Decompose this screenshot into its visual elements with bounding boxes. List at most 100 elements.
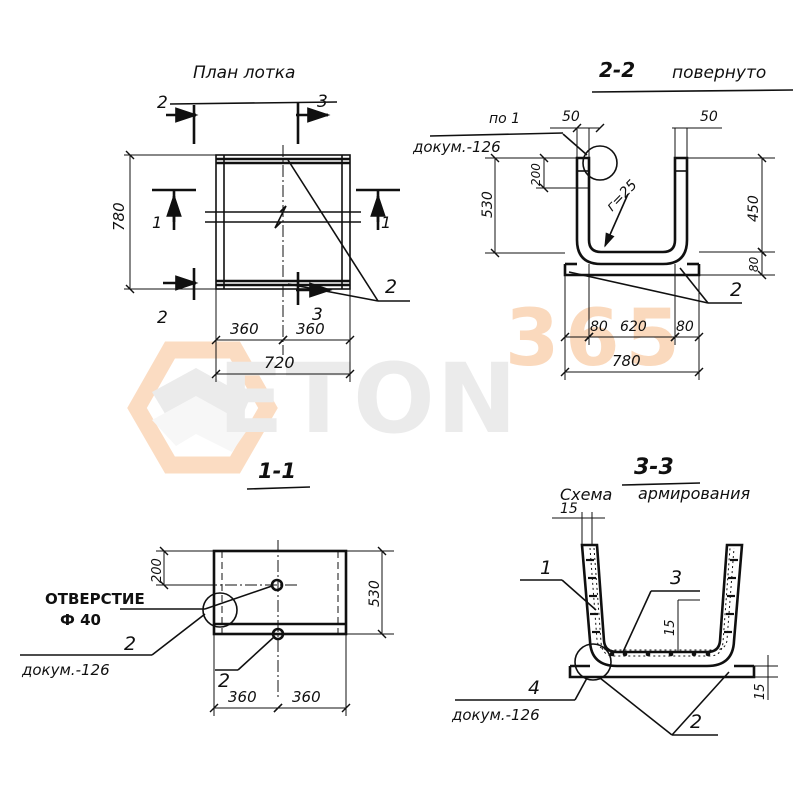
- section-marker-1-left-label: 1: [152, 213, 162, 232]
- section-1-1-outline: [212, 549, 348, 636]
- svg-text:360: 360: [292, 688, 321, 706]
- section-3-3-dim-inner-15: 15: [663, 599, 700, 652]
- svg-text:80: 80: [676, 319, 694, 335]
- section-2-2-leader-2-label: 2: [730, 279, 742, 301]
- section-2-2-note-top: по 1: [489, 111, 520, 127]
- section-2-2-dim-top-left: 50: [550, 109, 605, 158]
- section-1-1-leader-inner-2: 2: [215, 636, 275, 692]
- plan-dim-right-label: 360: [296, 320, 325, 338]
- svg-text:530: 530: [367, 580, 383, 607]
- svg-text:200: 200: [529, 163, 543, 186]
- section-1-1-hole-leader: ОТВЕРСТИЕ Ф 40: [45, 585, 273, 629]
- plan-dim-height: 780: [110, 150, 216, 294]
- svg-text:200: 200: [150, 558, 165, 583]
- svg-text:15: 15: [560, 501, 578, 517]
- rebar-mark-3-label: 3: [670, 567, 682, 589]
- svg-text:80: 80: [747, 256, 761, 272]
- svg-text:80: 80: [590, 319, 608, 335]
- section-1-1-title-underline: [246, 486, 311, 490]
- view-plan: План лотка 2 3: [110, 63, 410, 382]
- section-3-3-subtitle-right: армирования: [638, 484, 750, 503]
- section-marker-3-bottom: 3: [296, 272, 333, 325]
- section-1-1-detail-circle: [202, 592, 238, 628]
- svg-text:15: 15: [663, 619, 678, 636]
- svg-text:15: 15: [753, 683, 768, 700]
- section-3-3-dim-top-15: 15: [552, 501, 605, 545]
- section-2-2-dim-top-right: 50: [672, 109, 722, 158]
- rebar-mark-1: 1: [520, 557, 597, 611]
- plan-dim-left-label: 360: [230, 320, 259, 338]
- view-section-3-3: 3-3 Схема армирования: [451, 455, 778, 736]
- section-2-2-dim-530: 530: [480, 153, 565, 258]
- section-marker-2-bottom-label: 2: [157, 308, 168, 328]
- rebar-mark-1-label: 1: [540, 557, 552, 579]
- section-3-3-dim-bottom-15: 15: [753, 655, 778, 700]
- hole-label-line2: Ф 40: [60, 611, 101, 629]
- section-marker-1-right-label: 1: [381, 213, 391, 232]
- rebar-mark-3: 3: [622, 567, 700, 653]
- svg-text:360: 360: [228, 688, 257, 706]
- plan-dim-halves: 360 360: [211, 289, 355, 348]
- hole-marker-lower: [271, 627, 285, 641]
- section-marker-3-top-label: 3: [317, 92, 328, 112]
- rebar-mark-4: 4 докум.-126: [451, 677, 588, 724]
- section-1-1-dim-halves: 360 360: [209, 634, 351, 716]
- section-3-3-title-underline: [621, 482, 701, 486]
- section-marker-3-top: 3: [296, 92, 331, 144]
- section-2-2-title-underline: [591, 89, 794, 93]
- svg-text:450: 450: [746, 195, 762, 222]
- view-section-1-1: 1-1 ОТВЕРСТИЕ Ф 40 2: [20, 459, 394, 716]
- svg-text:780: 780: [612, 352, 641, 370]
- svg-text:620: 620: [620, 319, 647, 335]
- section-1-1-leader-inner-label: 2: [218, 670, 230, 692]
- section-1-1-leader-2-label: 2: [124, 633, 136, 655]
- view-section-2-2: 2-2 повернуто по 1 докум.-126: [412, 58, 794, 380]
- section-1-1-note-bottom: докум.-126: [21, 661, 110, 679]
- rebar-mark-4-label: 4: [528, 677, 540, 699]
- section-2-2-title: 2-2: [599, 58, 635, 82]
- section-2-2-title-suffix: повернуто: [672, 63, 766, 83]
- section-marker-3-bottom-label: 3: [312, 305, 323, 325]
- section-3-3-detail-circle: [574, 643, 612, 681]
- section-3-3-title: 3-3: [634, 455, 674, 480]
- plan-title: План лотка: [193, 63, 295, 83]
- section-marker-2-top-label: 2: [157, 93, 168, 113]
- section-marker-2-bottom: 2: [157, 268, 199, 328]
- plan-leader-2-label: 2: [385, 276, 397, 298]
- section-3-3-outline: [568, 543, 756, 679]
- plan-leader-2: 2: [287, 159, 410, 302]
- rebar-mark-2-label: 2: [690, 711, 702, 733]
- hole-marker-upper: [270, 578, 284, 592]
- svg-text:530: 530: [480, 191, 496, 218]
- section-marker-1-left: 1: [152, 188, 196, 232]
- plan-dim-height-label: 780: [110, 202, 128, 231]
- section-1-1-title: 1-1: [258, 459, 296, 483]
- section-2-2-dim-right: 450 80: [687, 153, 775, 280]
- section-1-1-dim-530: 530: [346, 546, 394, 639]
- plan-dim-total: 720: [211, 340, 355, 382]
- section-2-2-profile: [563, 156, 701, 277]
- section-3-3-note-bottom: докум.-126: [451, 706, 540, 724]
- section-3-3-rebar-mesh: [586, 547, 738, 657]
- section-2-2-note: по 1 докум.-126: [412, 111, 618, 181]
- hole-label-line1: ОТВЕРСТИЕ: [45, 590, 145, 608]
- section-2-2-dim-200: 200: [529, 153, 589, 193]
- section-2-2-radius-note: г=25: [603, 177, 641, 248]
- svg-text:50: 50: [562, 109, 580, 125]
- plan-break-symbol: [274, 205, 287, 229]
- section-marker-1-right: 1: [356, 188, 400, 232]
- section-2-2-detail-circle: [582, 145, 618, 181]
- section-2-2-dim-total: 780: [560, 337, 704, 380]
- section-2-2-note-bottom: докум.-126: [412, 138, 501, 156]
- section-2-2-leader-2: 2: [568, 267, 742, 304]
- rebar-mark-2: 2: [599, 671, 730, 736]
- section-marker-2-top: 2: [157, 93, 199, 144]
- section-1-1-leader-2: 2 докум.-126: [20, 613, 206, 679]
- section-3-3-subtitle-left: Схема: [560, 485, 612, 504]
- plan-title-underline: [169, 101, 338, 105]
- plan-dim-total-label: 720: [264, 353, 295, 372]
- section-1-1-dim-200: 200: [150, 546, 214, 590]
- svg-text:50: 50: [700, 109, 718, 125]
